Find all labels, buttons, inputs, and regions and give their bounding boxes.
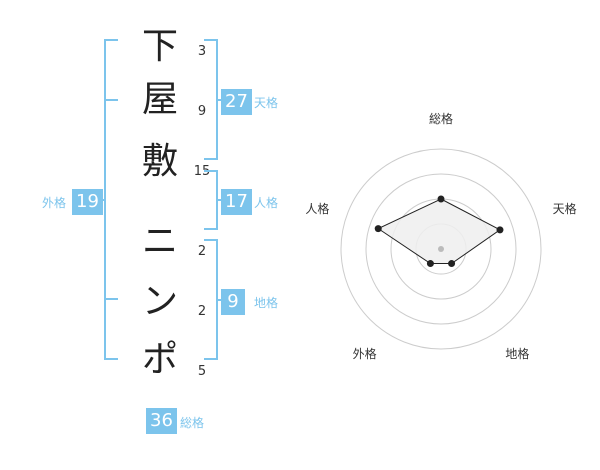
stroke-count-6: 5: [197, 364, 207, 379]
radar-point-5: [374, 225, 382, 233]
soukaku-badge: 36: [146, 408, 177, 434]
gaikaku-badge: 19: [72, 189, 103, 215]
name-char-3: 敷: [141, 141, 178, 182]
radar-ring-3: [365, 173, 517, 325]
name-char-2: 屋: [141, 79, 178, 120]
stroke-count-3: 15: [193, 164, 211, 179]
gaikaku-tick-lower: [104, 298, 118, 300]
tenkaku-label: 天格: [254, 96, 279, 110]
chikaku-badge: 9: [221, 289, 245, 315]
radar-axis-label-3: 地格: [505, 346, 529, 361]
name-char-1: 下: [141, 26, 178, 67]
name-char-5: ン: [141, 281, 178, 322]
stroke-count-5: 2: [197, 304, 207, 319]
radar-axis-label-4: 外格: [353, 346, 377, 361]
tenkaku-connector: [216, 99, 222, 101]
radar-axis-label-2: 天格: [553, 201, 577, 216]
soukaku-label: 総格: [180, 416, 205, 430]
chikaku-label: 地格: [254, 296, 279, 310]
radar-polygon: [377, 198, 501, 265]
radar-ring-4: [340, 148, 542, 350]
stroke-count-1: 3: [197, 44, 207, 59]
name-char-6: ポ: [141, 339, 178, 380]
jinkaku-connector: [216, 199, 222, 201]
jinkaku-badge: 17: [221, 189, 252, 215]
jinkaku-label: 人格: [254, 196, 279, 210]
radar-axis-label-5: 人格: [305, 201, 329, 216]
radar-point-2: [496, 226, 504, 234]
radar-point-3: [448, 260, 456, 268]
radar-axis-label-1: 総格: [429, 111, 453, 126]
stroke-count-2: 9: [197, 104, 207, 119]
gaikaku-tick-upper: [104, 99, 118, 101]
name-char-4: ニ: [141, 221, 178, 262]
chikaku-connector: [216, 299, 222, 301]
radar-point-4: [426, 260, 434, 268]
radar-point-1: [437, 195, 445, 203]
radar-center-dot: [438, 246, 444, 252]
gaikaku-label: 外格: [42, 196, 67, 210]
stroke-count-4: 2: [197, 244, 207, 259]
tenkaku-badge: 27: [221, 89, 252, 115]
